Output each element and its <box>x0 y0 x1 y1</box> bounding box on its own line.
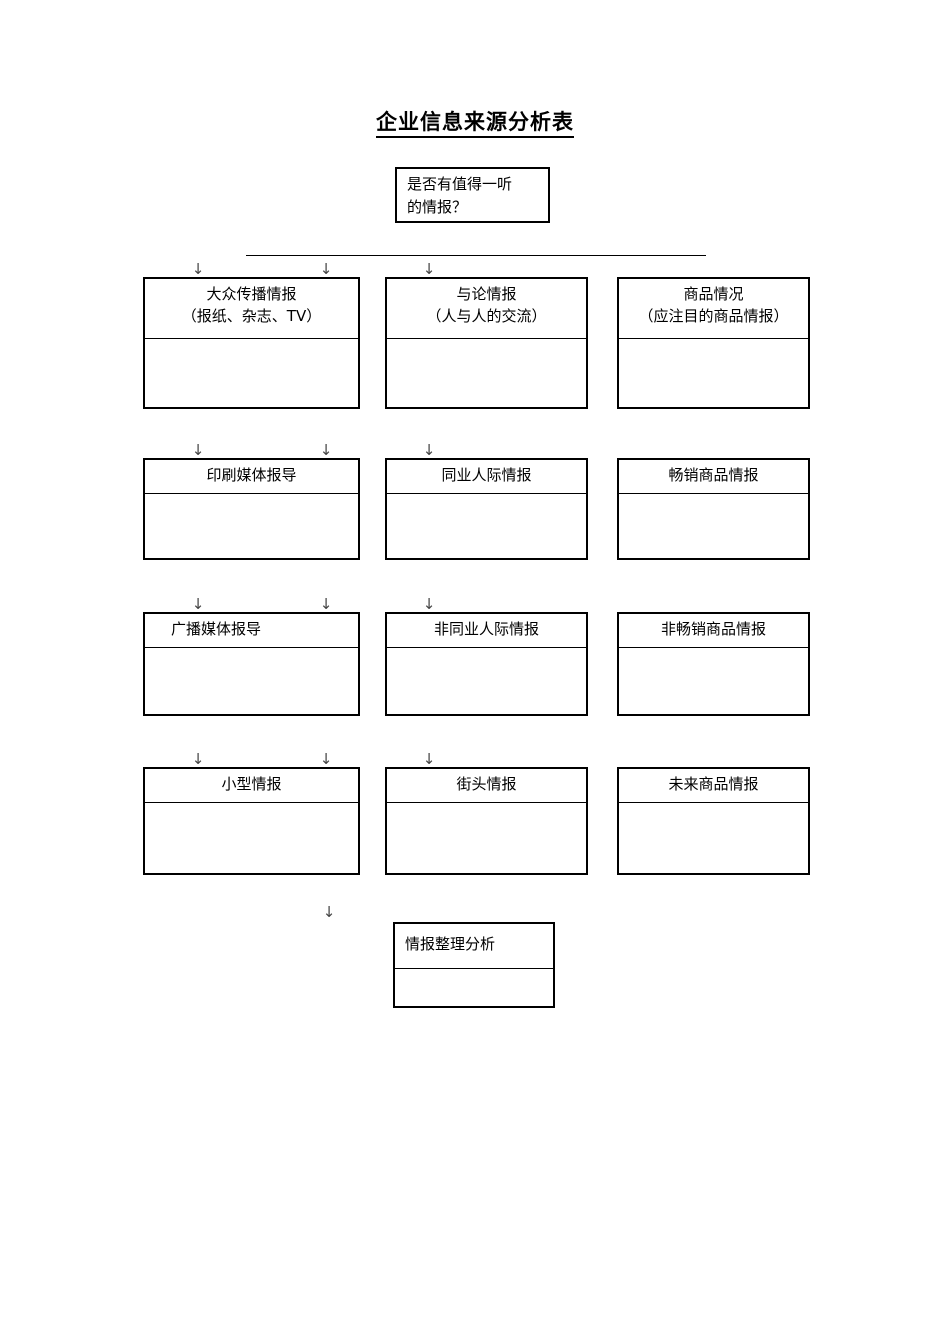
down-arrow-icon-r2-a: ↓ <box>191 441 205 459</box>
node-information-organization-analysis: 情报整理分析 <box>393 922 555 1008</box>
node-mass-media-information: 大众传播情报 （报纸、杂志、TV） <box>143 277 360 409</box>
node-title: 街头情报 <box>387 769 586 803</box>
down-arrow-icon-r2-c: ↓ <box>422 441 436 459</box>
trunk-connector-line <box>246 255 706 256</box>
node-non-industry-peer-information: 非同业人际情报 <box>385 612 588 716</box>
question-box: 是否有值得一听 的情报？ <box>395 167 550 223</box>
down-arrow-icon-final: ↓ <box>322 903 336 921</box>
node-future-product-information: 未来商品情报 <box>617 767 810 875</box>
down-arrow-icon-r1-a: ↓ <box>191 260 205 278</box>
down-arrow-icon-r4-a: ↓ <box>191 750 205 768</box>
node-title: 非同业人际情报 <box>387 614 586 648</box>
node-title: 商品情况 （应注目的商品情报） <box>619 279 808 339</box>
down-arrow-icon-r3-a: ↓ <box>191 595 205 613</box>
down-arrow-icon-r3-c: ↓ <box>422 595 436 613</box>
node-title: 同业人际情报 <box>387 460 586 494</box>
node-small-scale-information: 小型情报 <box>143 767 360 875</box>
node-title: 畅销商品情报 <box>619 460 808 494</box>
down-arrow-icon-r2-b: ↓ <box>319 441 333 459</box>
node-public-opinion-information: 与论情报 （人与人的交流） <box>385 277 588 409</box>
question-box-text: 是否有值得一听 的情报？ <box>407 175 513 216</box>
node-broadcast-media-report: 广播媒体报导 <box>143 612 360 716</box>
node-title: 大众传播情报 （报纸、杂志、TV） <box>145 279 358 339</box>
down-arrow-icon-r4-b: ↓ <box>319 750 333 768</box>
node-street-information: 街头情报 <box>385 767 588 875</box>
node-title: 未来商品情报 <box>619 769 808 803</box>
down-arrow-icon-r1-b: ↓ <box>319 260 333 278</box>
node-non-bestselling-product-information: 非畅销商品情报 <box>617 612 810 716</box>
page-title: 企业信息来源分析表 <box>0 108 950 138</box>
down-arrow-icon-r4-c: ↓ <box>422 750 436 768</box>
node-industry-peer-information: 同业人际情报 <box>385 458 588 560</box>
node-bestselling-product-information: 畅销商品情报 <box>617 458 810 560</box>
node-product-situation: 商品情况 （应注目的商品情报） <box>617 277 810 409</box>
down-arrow-icon-r3-b: ↓ <box>319 595 333 613</box>
node-title: 印刷媒体报导 <box>145 460 358 494</box>
node-title: 小型情报 <box>145 769 358 803</box>
node-title: 与论情报 （人与人的交流） <box>387 279 586 339</box>
node-title: 情报整理分析 <box>395 924 553 969</box>
page-title-text: 企业信息来源分析表 <box>376 110 574 138</box>
node-title: 广播媒体报导 <box>145 614 358 648</box>
node-print-media-report: 印刷媒体报导 <box>143 458 360 560</box>
node-title: 非畅销商品情报 <box>619 614 808 648</box>
down-arrow-icon-r1-c: ↓ <box>422 260 436 278</box>
